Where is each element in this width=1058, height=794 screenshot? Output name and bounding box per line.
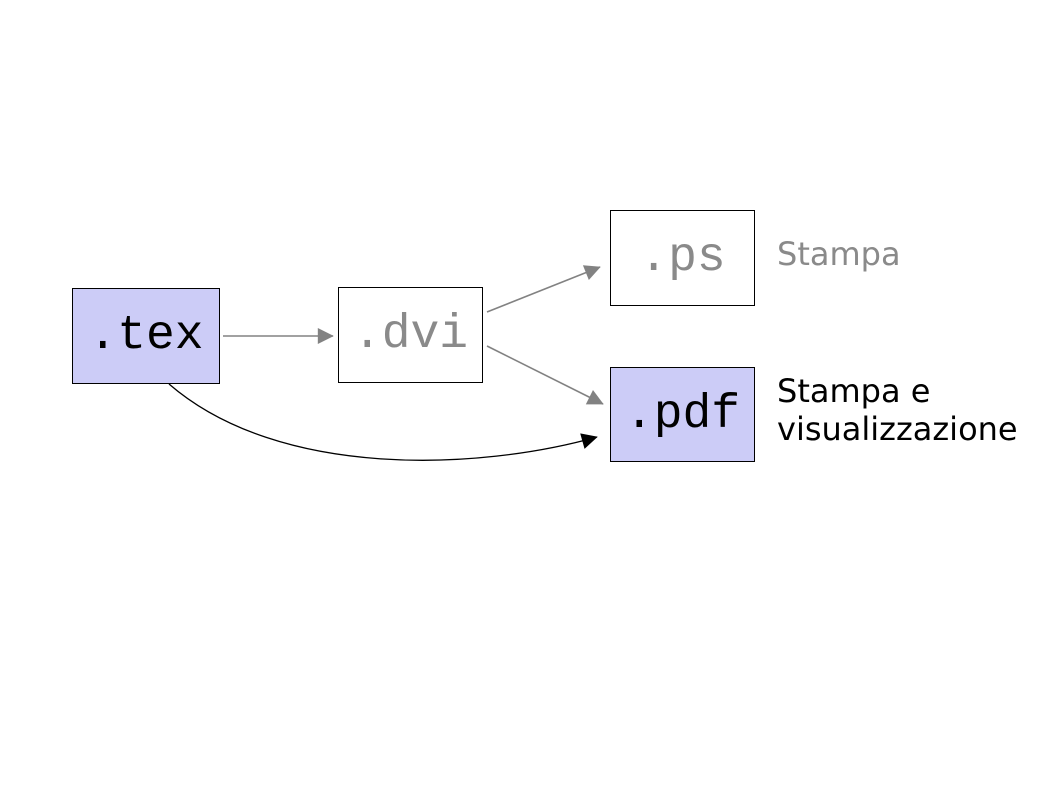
ps-annotation: Stampa xyxy=(777,235,901,273)
node-dvi: .dvi xyxy=(338,287,483,383)
node-pdf-label: .pdf xyxy=(624,387,741,442)
node-pdf: .pdf xyxy=(610,367,755,462)
node-tex-label: .tex xyxy=(88,309,204,363)
pdf-annotation-line1: Stampa e xyxy=(777,372,931,410)
node-dvi-label: .dvi xyxy=(352,308,469,362)
edge-dvi-to-ps xyxy=(486,265,601,313)
edge-dvi-to-pdf xyxy=(486,345,604,405)
ps-annotation-text: Stampa xyxy=(777,235,901,273)
node-ps: .ps xyxy=(610,210,755,306)
edge-tex-to-pdf-curve xyxy=(168,383,598,461)
pdf-annotation-line2: visualizzazione xyxy=(777,410,1018,448)
node-ps-label: .ps xyxy=(639,231,726,285)
pdf-annotation: Stampa e visualizzazione xyxy=(777,372,1018,448)
node-tex: .tex xyxy=(72,288,220,384)
